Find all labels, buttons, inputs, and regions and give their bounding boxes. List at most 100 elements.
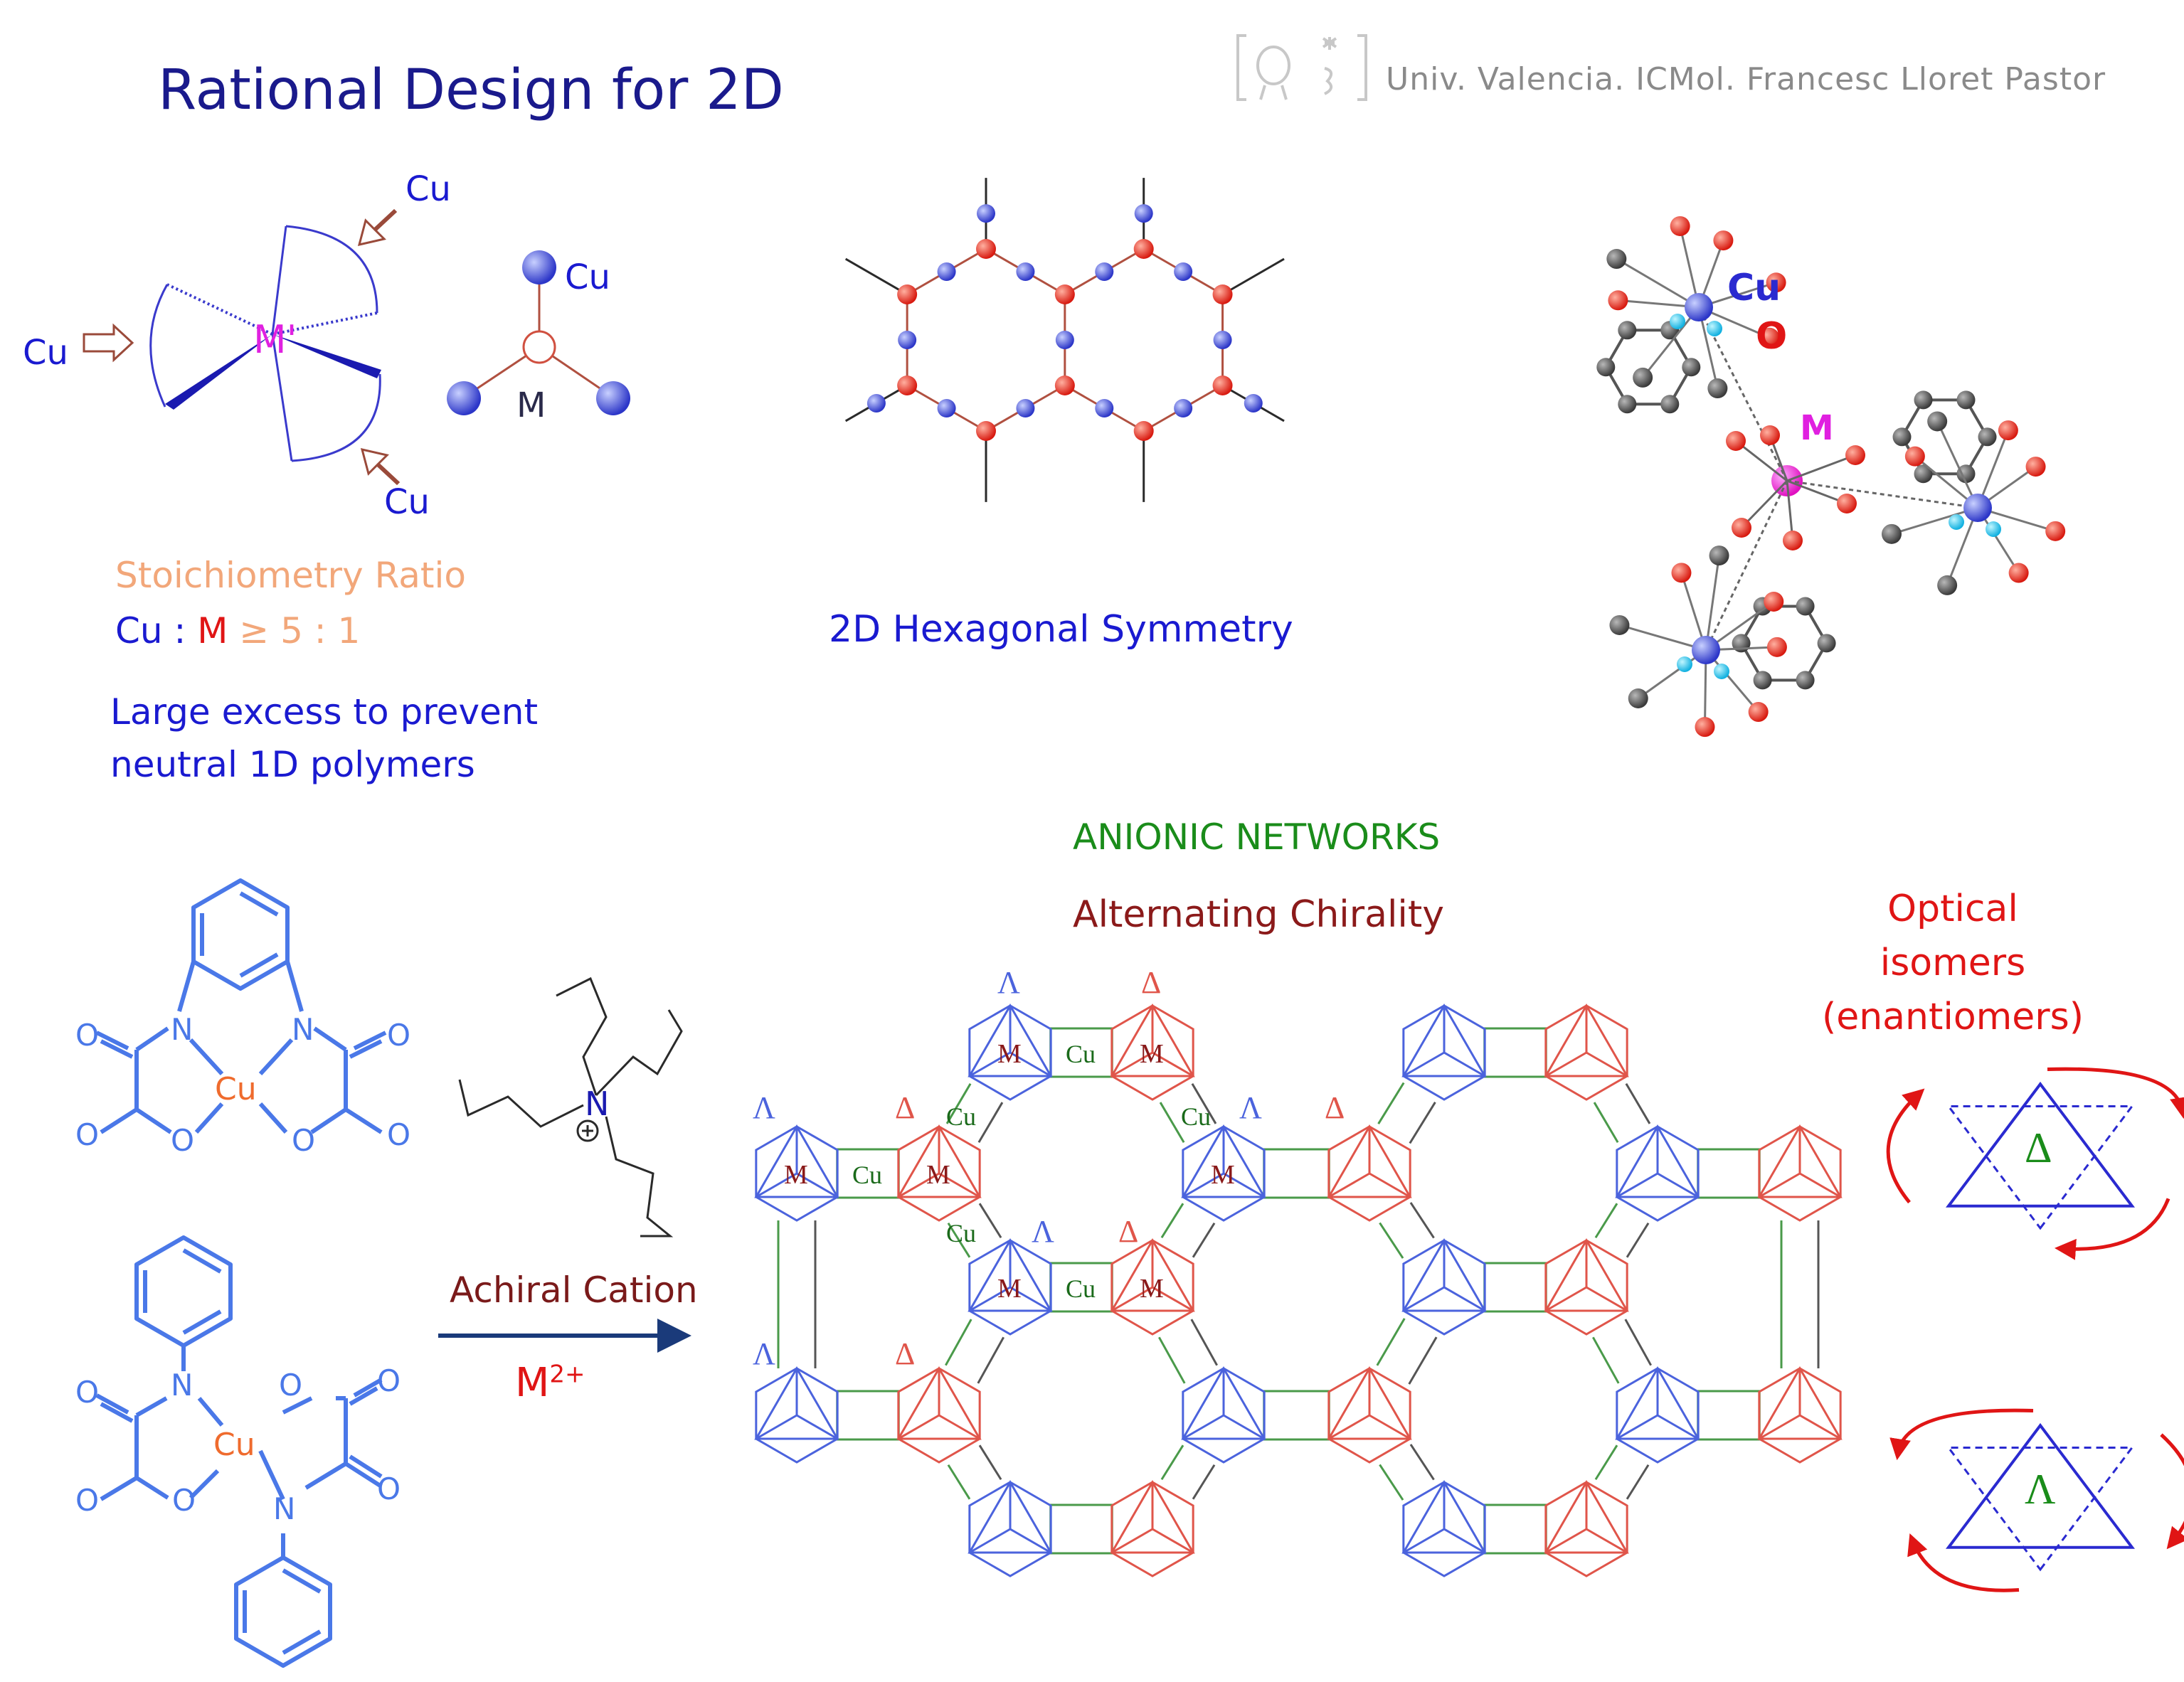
octahedron-face (896, 1124, 982, 1198)
octahedron-edge (1657, 1414, 1699, 1440)
crystal-o-ball (1764, 592, 1784, 612)
octahedron-edge (1616, 1172, 1658, 1198)
node-m-label: M (1140, 1039, 1164, 1069)
opba-o1: O (75, 1018, 99, 1053)
octahedron-edge (1403, 1528, 1445, 1554)
octahedron-edge (1443, 1051, 1485, 1077)
trigonal-m-label: M (516, 385, 546, 425)
delta-symbol: Δ (1325, 1090, 1345, 1125)
octahedron-face (1110, 1480, 1195, 1554)
stoichiometry-heading: Stoichiometry Ratio (115, 555, 466, 596)
crystal-c-ball (1753, 671, 1772, 690)
crystal-c-ball (1618, 395, 1637, 414)
network-link (1624, 1319, 1652, 1366)
crystal-bond (1786, 480, 1794, 541)
crystal-o-ball (1695, 717, 1715, 738)
octahedron-edge (1009, 1286, 1051, 1312)
network-link (1408, 1336, 1438, 1385)
crystal-o-ball (1732, 518, 1751, 538)
octahedron-face (1757, 1124, 1843, 1198)
octahedron-edge (1799, 1414, 1841, 1440)
lattice-cu-ball (898, 331, 917, 349)
network-link (1594, 1444, 1618, 1481)
rotation-arrow (1886, 1088, 1925, 1204)
crystal-o-ball (2025, 457, 2046, 477)
octahedron-face (1544, 1238, 1629, 1312)
cu-left-label: Cu (23, 333, 68, 373)
lattice-m-ball (1212, 284, 1233, 304)
crystal-o-ball (1759, 327, 1780, 348)
cu-square (1697, 1390, 1761, 1441)
lambda-symbol: Λ (997, 965, 1020, 1000)
crystal-c-ball (1892, 427, 1912, 447)
crystal-o-ball (1881, 523, 1902, 544)
octahedron-edge (756, 1414, 797, 1440)
crystal-n-ball (1670, 314, 1685, 329)
metal-coordination-sketch: Cu Cu Cu M' (23, 169, 451, 522)
network-link (978, 1203, 1002, 1239)
delta-center-symbol: Δ (2025, 1124, 2052, 1171)
network-link (1377, 1082, 1405, 1124)
network-link (1160, 1203, 1184, 1239)
opba-o3: O (75, 1117, 99, 1152)
lattice-m-ball (1212, 376, 1233, 395)
network-link (1191, 1082, 1217, 1124)
phox-n2: N (273, 1491, 295, 1526)
octahedron-node (897, 1367, 981, 1464)
crystal-m-label: M (1800, 408, 1834, 448)
network-link (1159, 1102, 1185, 1144)
crystal-bond (1619, 624, 1707, 651)
lattice-cu-ball (866, 393, 886, 412)
octahedron-node (1182, 1367, 1266, 1464)
cu-label: Cu (946, 1219, 976, 1247)
network-link (1594, 1203, 1618, 1239)
trigonal-cu-label: Cu (565, 257, 610, 297)
rotation-arrow (2055, 1198, 2170, 1260)
octahedron-node (1110, 1481, 1194, 1577)
network-link (977, 1336, 1004, 1384)
octahedron-node (968, 1239, 1052, 1336)
octahedron-edge (1152, 1528, 1194, 1554)
crystal-o-ball (1845, 445, 1865, 465)
lattice-m-ball (897, 376, 918, 395)
octahedron-node (968, 1004, 1052, 1101)
lattice-m-ball (897, 284, 918, 304)
octahedron-face (1615, 1124, 1700, 1198)
crystal-o-ball (1837, 494, 1857, 513)
opba-n2: N (292, 1012, 314, 1047)
dashed-triangle (1946, 1105, 2135, 1230)
opba-o4: O (387, 1117, 410, 1152)
lattice-m-ball (1054, 284, 1075, 304)
octahedron-node (1758, 1367, 1842, 1464)
octahedron-face (1544, 1004, 1629, 1077)
crystal-n-ball (1986, 521, 2001, 537)
phox-o6: O (377, 1471, 401, 1506)
ligand-opba (95, 878, 387, 1134)
crystal-o-ball (1937, 575, 1958, 595)
octahedron-node (968, 1481, 1052, 1577)
node-m-label: M (926, 1160, 950, 1190)
delta-symbol: Δ (1118, 1214, 1138, 1249)
octahedron-edge (1369, 1414, 1411, 1440)
octahedron-edge (898, 1414, 940, 1440)
cu-square (836, 1390, 900, 1441)
crystal-o-ball (1904, 446, 1925, 467)
lattice-cu-ball (1095, 399, 1114, 417)
cu-label: Cu (1066, 1040, 1096, 1068)
crystal-o-ball (1606, 249, 1627, 270)
octahedron-edge (1443, 1528, 1485, 1554)
crystal-o-ball (1927, 411, 1948, 432)
octahedron-edge (1403, 1286, 1445, 1312)
network-link (1379, 1222, 1404, 1259)
dashed-triangle (1946, 1446, 2135, 1572)
octahedron-edge (1328, 1172, 1370, 1198)
lambda-center-symbol: Λ (2025, 1466, 2056, 1513)
crystal-o-ball (1998, 420, 2018, 441)
lattice-cu-ball (977, 204, 995, 223)
lattice-m-ball (976, 239, 996, 259)
crystal-n-ball (1714, 664, 1729, 679)
crystal-bond (1891, 506, 1978, 536)
crystal-bond (1705, 555, 1721, 651)
octahedron-face (968, 1238, 1053, 1312)
